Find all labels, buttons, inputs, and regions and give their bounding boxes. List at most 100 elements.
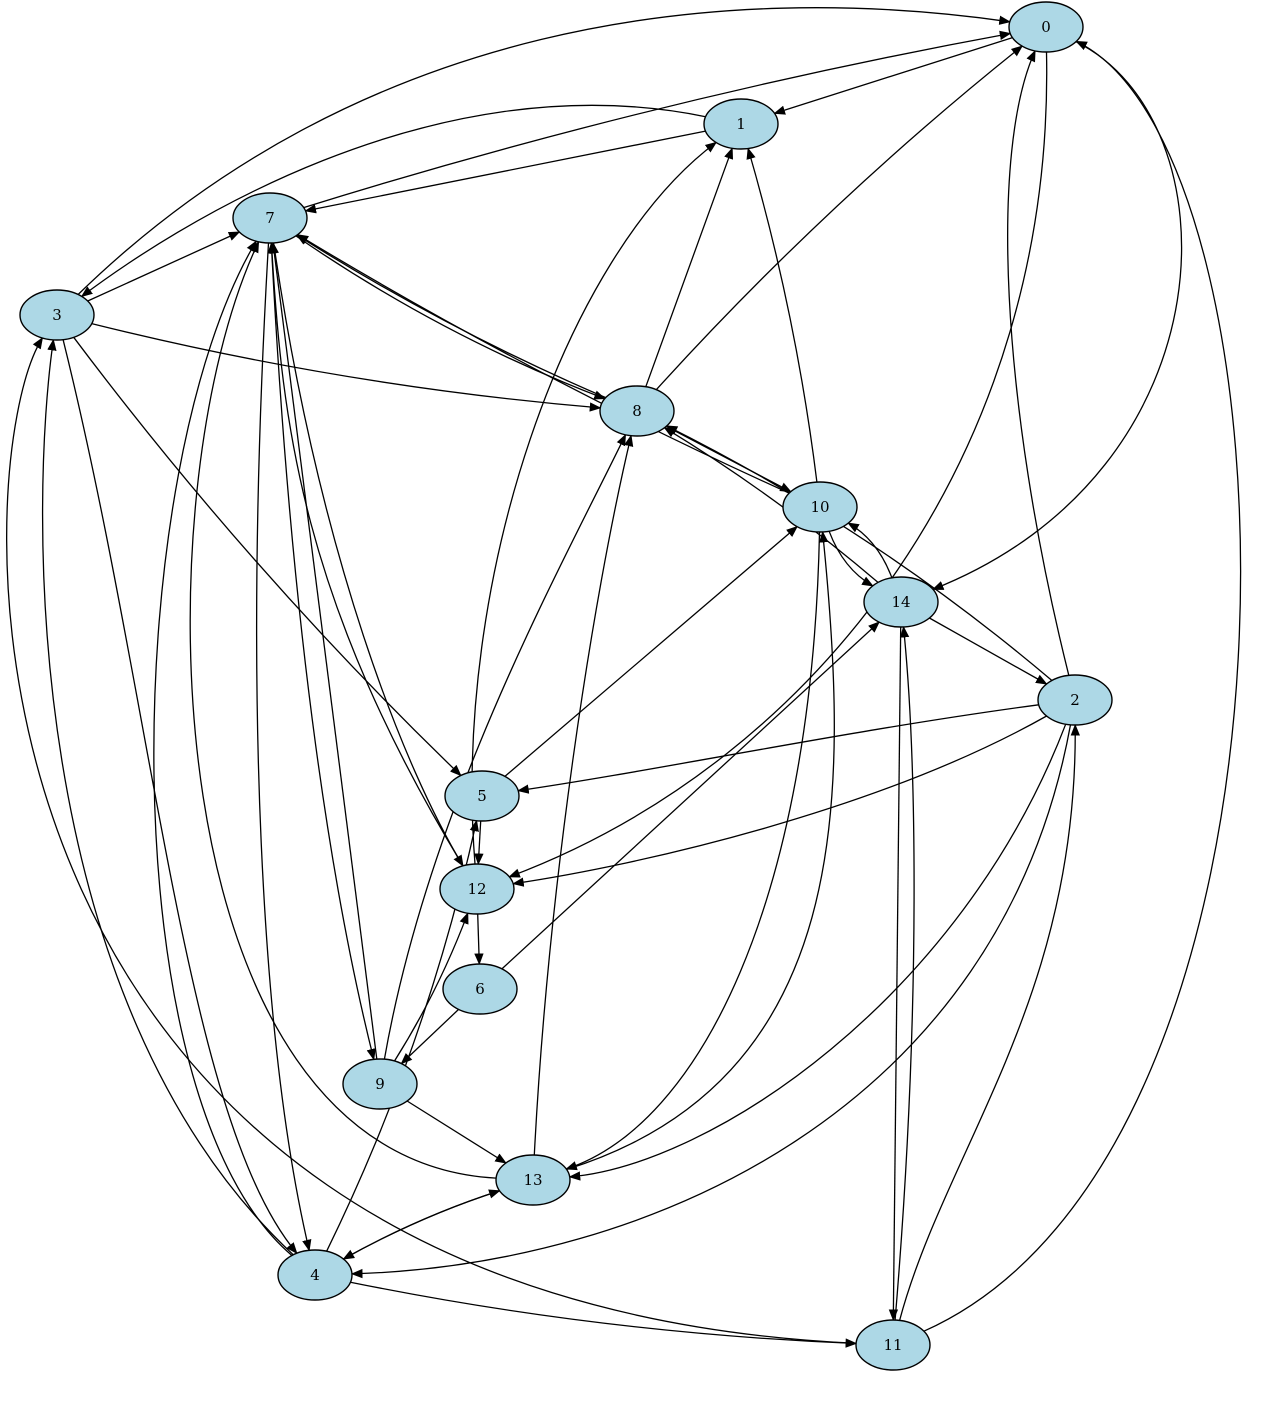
edge-2-to-4 — [350, 724, 1072, 1279]
edge-12-to-6 — [474, 913, 484, 966]
node-label-9: 9 — [375, 1075, 385, 1093]
node-ellipse-0 — [1008, 1, 1084, 53]
node-ellipse-12 — [439, 863, 515, 915]
edge-2-to-8 — [665, 425, 1053, 681]
edge-4-to-11 — [350, 1281, 858, 1348]
edge-9-to-13 — [406, 1100, 507, 1164]
edge-12-to-7 — [267, 241, 464, 867]
edge-0-to-12 — [508, 51, 1048, 878]
edge-9-to-12 — [393, 912, 469, 1062]
edge-layer — [6, 7, 1242, 1348]
edge-8-to-10 — [665, 425, 792, 493]
node-layer: 0 1 7 3 8 10 14 2 5 12 6 9 13 4 11 — [19, 1, 1113, 1371]
graph-node-2: 2 — [1037, 674, 1113, 726]
edge-7-to-9 — [270, 242, 376, 1061]
edge-10-to-13 — [565, 531, 821, 1171]
edge-3-to-4 — [62, 339, 298, 1255]
edge-11-to-0 — [923, 40, 1242, 1332]
node-label-11: 11 — [883, 1336, 902, 1354]
node-label-7: 7 — [265, 209, 275, 227]
graph-node-5: 5 — [444, 770, 520, 822]
edge-14-to-2 — [929, 617, 1048, 685]
node-ellipse-8 — [599, 385, 675, 437]
node-ellipse-11 — [855, 1319, 931, 1371]
node-label-5: 5 — [477, 787, 487, 805]
edge-14-to-10 — [847, 522, 893, 579]
edge-14-to-11 — [888, 626, 902, 1322]
edge-0-to-14 — [931, 41, 1183, 591]
node-label-10: 10 — [810, 498, 829, 516]
graph-node-0: 0 — [1008, 1, 1084, 53]
graph-node-8: 8 — [599, 385, 675, 437]
edge-2-to-0 — [1007, 49, 1070, 676]
edge-9-to-7 — [269, 241, 378, 1060]
graph-node-13: 13 — [495, 1154, 571, 1206]
graph-node-6: 6 — [442, 963, 518, 1015]
graph-node-3: 3 — [19, 289, 95, 341]
node-ellipse-4 — [277, 1249, 353, 1301]
edge-6-to-9 — [400, 1008, 460, 1065]
edge-13-to-10 — [566, 530, 835, 1171]
node-ellipse-2 — [1037, 674, 1113, 726]
node-ellipse-14 — [863, 576, 939, 628]
graph-node-10: 10 — [782, 481, 858, 533]
node-label-0: 0 — [1041, 18, 1051, 36]
edge-3-to-8 — [91, 322, 602, 412]
edge-2-to-12 — [512, 715, 1047, 887]
node-label-12: 12 — [467, 880, 486, 898]
node-label-3: 3 — [52, 306, 62, 324]
edge-7-to-0 — [303, 30, 1012, 209]
node-label-6: 6 — [475, 980, 485, 998]
edge-2-to-13 — [568, 723, 1067, 1181]
graph-node-14: 14 — [863, 576, 939, 628]
node-label-13: 13 — [523, 1171, 542, 1189]
edge-5-to-12 — [474, 820, 484, 866]
edge-8-to-7 — [296, 234, 606, 399]
edge-13-to-7 — [189, 240, 497, 1179]
edge-3-to-0 — [77, 7, 1011, 295]
graph-node-7: 7 — [232, 192, 308, 244]
edge-10-to-14 — [828, 530, 874, 587]
edge-11-to-14 — [894, 625, 915, 1321]
graph-node-4: 4 — [277, 1249, 353, 1301]
edge-9-to-8 — [383, 433, 627, 1060]
node-ellipse-3 — [19, 289, 95, 341]
graph-node-1: 1 — [703, 98, 779, 150]
edge-13-to-4 — [342, 1190, 500, 1260]
edge-10-to-7 — [296, 234, 790, 494]
node-ellipse-6 — [442, 963, 518, 1015]
edge-7-to-4 — [256, 242, 312, 1252]
edge-10-to-1 — [746, 147, 818, 483]
node-label-4: 4 — [310, 1266, 320, 1284]
graph-node-11: 11 — [855, 1319, 931, 1371]
edge-4-to-7 — [153, 240, 293, 1256]
edge-4-to-13 — [343, 1189, 501, 1260]
node-ellipse-9 — [342, 1058, 418, 1110]
node-ellipse-10 — [782, 481, 858, 533]
edge-3-to-5 — [73, 336, 462, 777]
edge-11-to-3 — [6, 337, 857, 1344]
edge-0-to-1 — [773, 36, 1013, 115]
node-ellipse-5 — [444, 770, 520, 822]
edge-7-to-12 — [272, 242, 464, 867]
edge-5-to-10 — [504, 525, 798, 777]
edge-14-to-8 — [663, 427, 879, 583]
edge-6-to-14 — [501, 621, 880, 970]
edge-8-to-1 — [645, 147, 734, 387]
edge-1-to-7 — [304, 130, 706, 214]
node-ellipse-1 — [703, 98, 779, 150]
node-ellipse-13 — [495, 1154, 571, 1206]
node-label-8: 8 — [632, 402, 642, 420]
graph-node-9: 9 — [342, 1058, 418, 1110]
node-label-1: 1 — [736, 115, 746, 133]
edge-1-to-3 — [80, 104, 706, 298]
edge-13-to-8 — [533, 434, 634, 1156]
edge-12-to-1 — [471, 141, 718, 865]
node-ellipse-7 — [232, 192, 308, 244]
edge-8-to-0 — [655, 45, 1024, 391]
edge-2-to-5 — [517, 704, 1039, 794]
graph-node-12: 12 — [439, 863, 515, 915]
node-label-14: 14 — [891, 593, 910, 611]
